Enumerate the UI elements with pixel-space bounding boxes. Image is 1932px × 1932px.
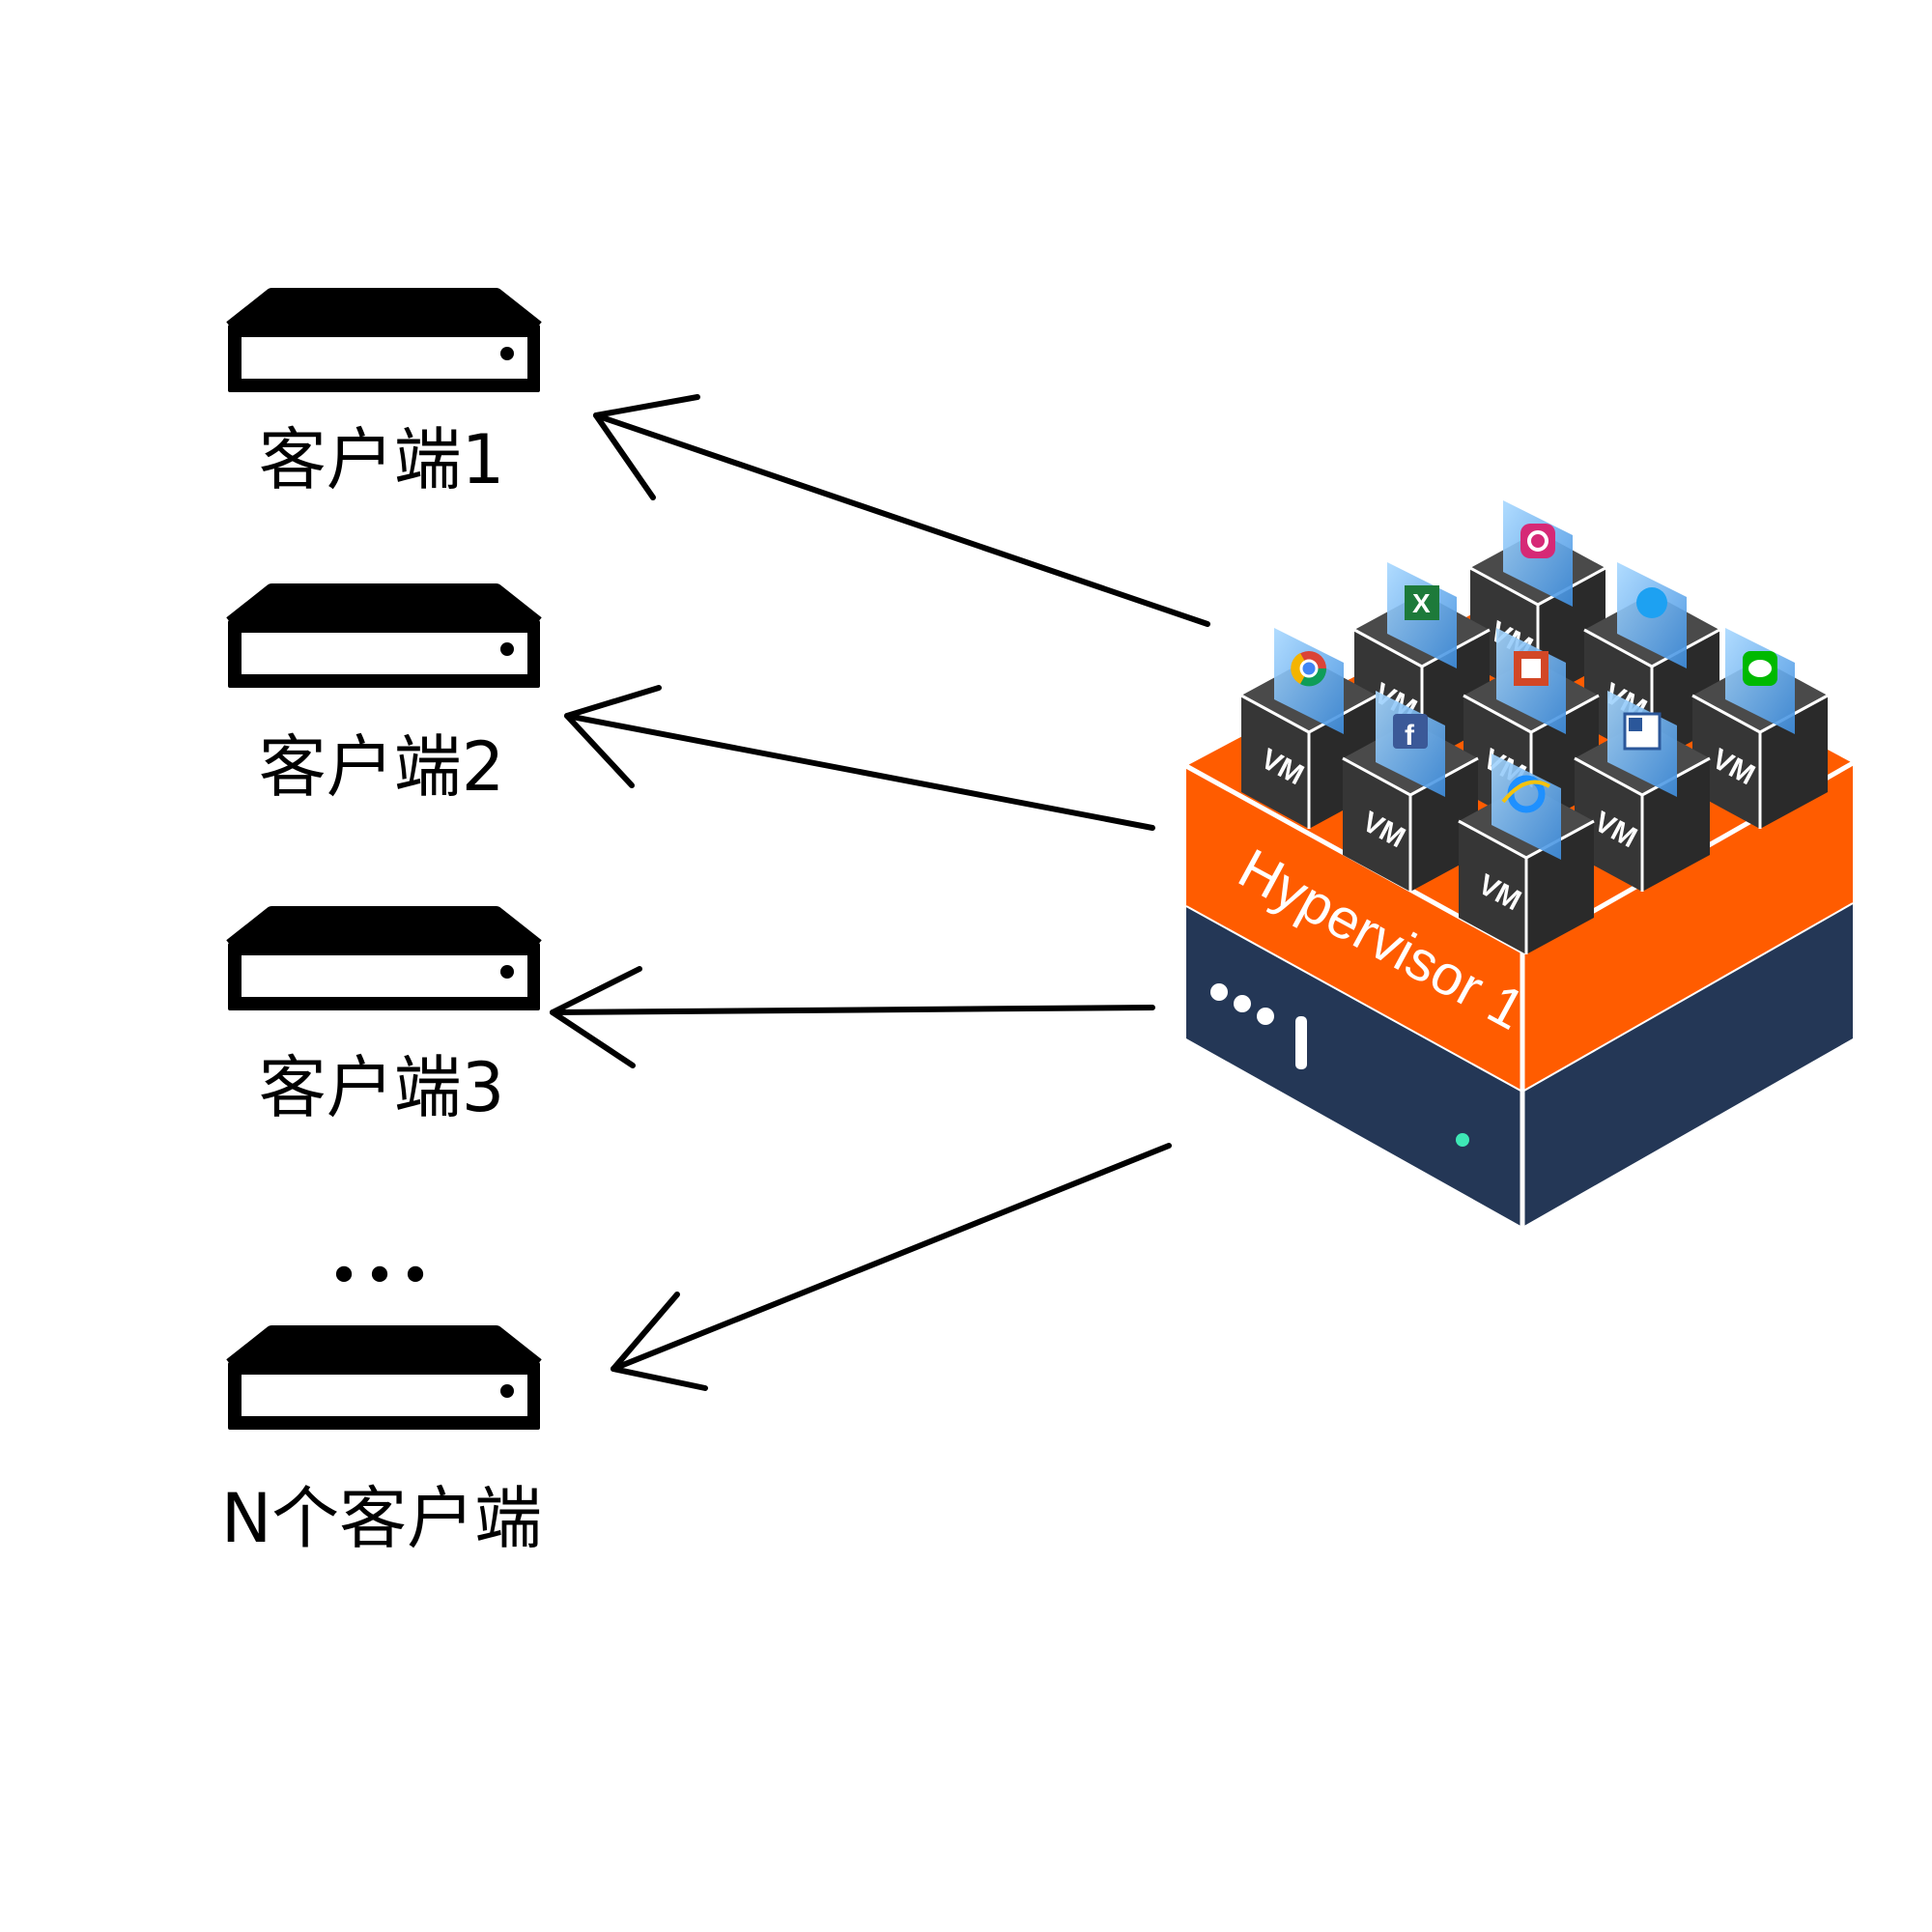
- word-icon: [1607, 691, 1677, 797]
- arrow-to-client-2: [564, 685, 1155, 831]
- client-led: [500, 1384, 514, 1398]
- client-3: 客户端3: [226, 906, 542, 1127]
- server-base-right: [1522, 903, 1853, 1227]
- ellipsis: •••: [327, 1245, 435, 1308]
- client-2: 客户端2: [226, 583, 542, 807]
- powerpoint-icon: [1496, 628, 1566, 734]
- instagram-icon: [1503, 500, 1573, 607]
- client-device-icon: [228, 292, 540, 392]
- client-1: 客户端1: [226, 288, 542, 499]
- arrow-to-client-3: [550, 966, 1155, 1068]
- client-n: N个客户端: [221, 1325, 542, 1558]
- client-device-icon: [228, 1329, 540, 1430]
- server-band-right: [1522, 763, 1853, 1092]
- twitter-icon: [1617, 562, 1687, 668]
- vm-cube: VM: [1239, 628, 1378, 831]
- svg-text:f: f: [1405, 720, 1415, 752]
- server-indicator-dot: [1210, 983, 1228, 1001]
- server-power-led: [1456, 1133, 1469, 1147]
- vm-cube: VM: [1573, 691, 1712, 894]
- arrow-to-client-n: [611, 1143, 1172, 1391]
- chrome-icon: [1274, 628, 1344, 734]
- vm-cube: VM: [1690, 628, 1830, 831]
- client-device-icon: [228, 587, 540, 688]
- server-indicator-dot: [1257, 1008, 1274, 1025]
- server-band-left: [1186, 766, 1522, 1092]
- client-label: 客户端1: [259, 420, 505, 499]
- line-icon: [1725, 628, 1795, 734]
- facebook-icon: f: [1376, 691, 1445, 797]
- server-indicator-dot: [1234, 995, 1251, 1012]
- arrows: [550, 394, 1210, 1391]
- server-base-left: [1186, 906, 1522, 1227]
- client-device-icon: [228, 910, 540, 1010]
- excel-icon: X: [1387, 562, 1457, 668]
- client-led: [500, 642, 514, 656]
- client-label: 客户端2: [259, 727, 505, 807]
- svg-text:X: X: [1412, 588, 1431, 618]
- client-label: N个客户端: [221, 1479, 542, 1558]
- arrow-to-client-1: [593, 394, 1210, 627]
- client-led: [500, 347, 514, 360]
- vm-cube: VM f: [1341, 691, 1480, 894]
- client-label: 客户端3: [259, 1048, 505, 1127]
- vm-cube: VM: [1457, 753, 1596, 956]
- client-led: [500, 965, 514, 979]
- server-drive-slot: [1295, 1016, 1307, 1069]
- ie-icon: [1492, 753, 1561, 860]
